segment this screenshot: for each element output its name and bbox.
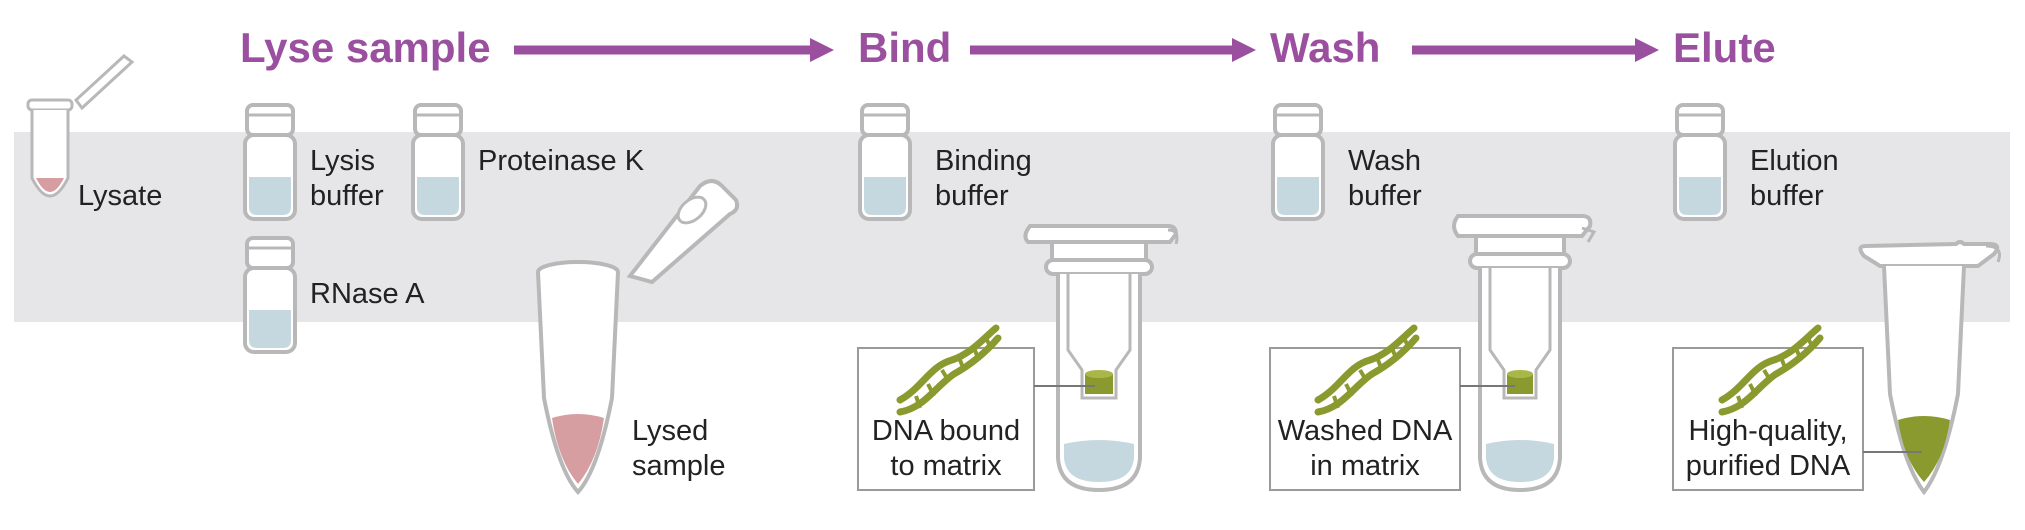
callout-box-purified (1672, 347, 1864, 491)
label-binding-buffer-line1: Binding (935, 145, 1032, 177)
step-title-lyse: Lyse sample (240, 24, 491, 71)
lysate-tube-icon (26, 54, 135, 198)
arrow-wash-to-elute (1412, 38, 1659, 62)
label-lysis-buffer-line1: Lysis (310, 145, 375, 177)
arrow-lyse-to-bind (514, 38, 834, 62)
wash-buffer-vial-icon (1271, 103, 1325, 221)
callout-purified-line1: High-quality, (1688, 415, 1847, 447)
proteinase-k-vial-icon (411, 103, 465, 221)
callout-washed-line2: in matrix (1310, 450, 1420, 482)
step-title-bind: Bind (858, 24, 951, 71)
bind-spin-column-icon (1023, 224, 1179, 493)
binding-buffer-vial-icon (858, 103, 912, 221)
label-elution-buffer-line1: Elution (1750, 145, 1839, 177)
callout-box-bound (857, 347, 1035, 491)
label-proteinase-k: Proteinase K (478, 145, 645, 177)
label-lysis-buffer-line2: buffer (310, 180, 384, 212)
rnase-a-vial-icon (243, 236, 297, 354)
label-lysed-sample-line2: sample (632, 450, 726, 482)
label-binding-buffer-line2: buffer (935, 180, 1009, 212)
label-elution-buffer-line2: buffer (1750, 180, 1824, 212)
lysis-buffer-vial-icon (243, 103, 297, 221)
callout-purified-line2: purified DNA (1686, 450, 1851, 482)
callout-bound-line2: to matrix (890, 450, 1002, 482)
arrow-bind-to-wash (970, 38, 1256, 62)
label-rnase-a: RNase A (310, 278, 425, 310)
elute-tube-icon (1858, 240, 2001, 496)
wash-spin-column-icon (1452, 214, 1597, 493)
lysed-sample-tube-icon (536, 179, 740, 495)
step-title-elute: Elute (1673, 24, 1776, 71)
callout-washed-line1: Washed DNA (1278, 415, 1453, 447)
label-lysed-sample-line1: Lysed (632, 415, 708, 447)
label-lysate: Lysate (78, 180, 162, 212)
callout-bound-line1: DNA bound (872, 415, 1020, 447)
elution-buffer-vial-icon (1673, 103, 1727, 221)
label-wash-buffer-line1: Wash (1348, 145, 1421, 177)
label-wash-buffer-line2: buffer (1348, 180, 1422, 212)
callout-box-washed (1269, 347, 1461, 491)
step-title-wash: Wash (1270, 24, 1380, 71)
